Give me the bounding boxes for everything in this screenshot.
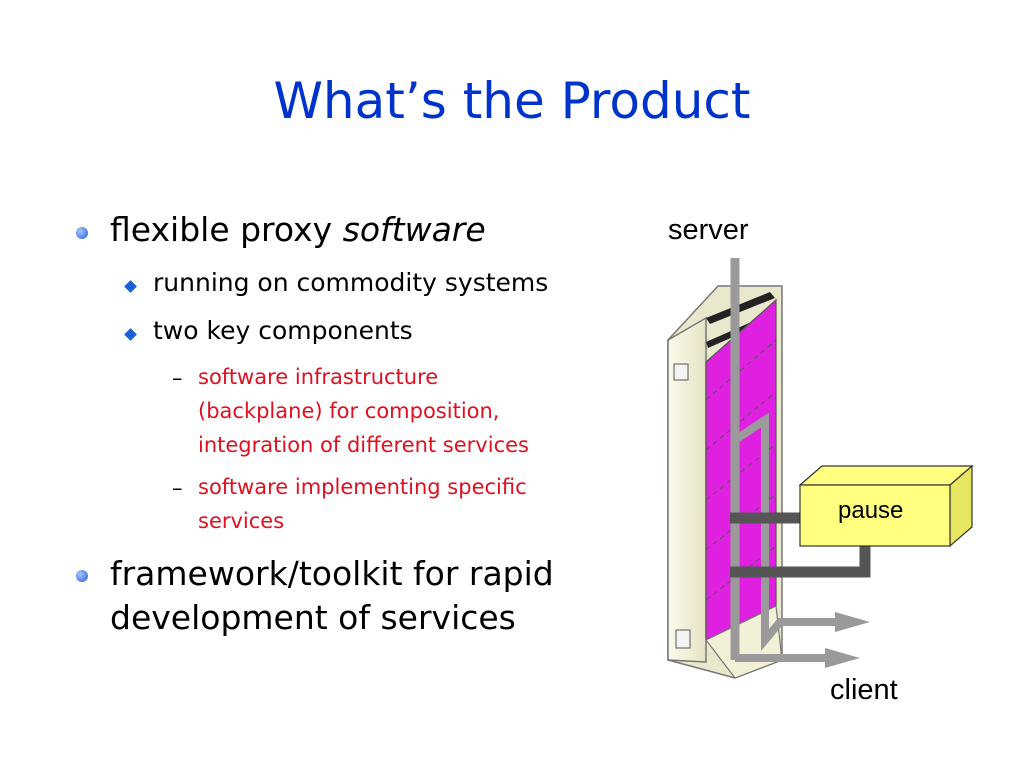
bullet-line: development of services [110, 598, 516, 637]
dash-bullet: – [172, 366, 183, 390]
bullet-dot-icon [76, 227, 88, 239]
arrow-icon [825, 648, 860, 668]
bullet-framework: framework/toolkit for rapid development … [110, 552, 554, 640]
server-icon [667, 285, 783, 679]
bullet-flexible-proxy: flexible proxy software [110, 208, 486, 252]
client-label: client [830, 674, 898, 706]
component-line: (backplane) for composition, [198, 399, 500, 423]
component-line: services [198, 509, 285, 533]
bullet-text: flexible proxy [110, 210, 343, 249]
component-line: integration of different services [198, 433, 529, 457]
bullet-text-italic: software [342, 210, 486, 249]
component-line: software implementing specific [198, 475, 527, 499]
slide-title: What’s the Product [273, 72, 751, 130]
component-backplane: software infrastructure (backplane) for … [198, 360, 529, 462]
bullet-line: framework/toolkit for rapid [110, 554, 554, 593]
dash-bullet: – [172, 476, 183, 500]
pause-box [798, 464, 974, 548]
component-services: software implementing specific services [198, 470, 527, 538]
pause-label: pause [838, 497, 904, 524]
component-line: software infrastructure [198, 365, 439, 389]
data-path [730, 258, 835, 662]
sub-bullet-components: two key components [153, 316, 413, 345]
sub-bullet-commodity: running on commodity systems [153, 268, 549, 297]
server-label: server [668, 214, 749, 246]
arrow-icon [835, 612, 870, 632]
bullet-dot-icon [76, 570, 88, 582]
